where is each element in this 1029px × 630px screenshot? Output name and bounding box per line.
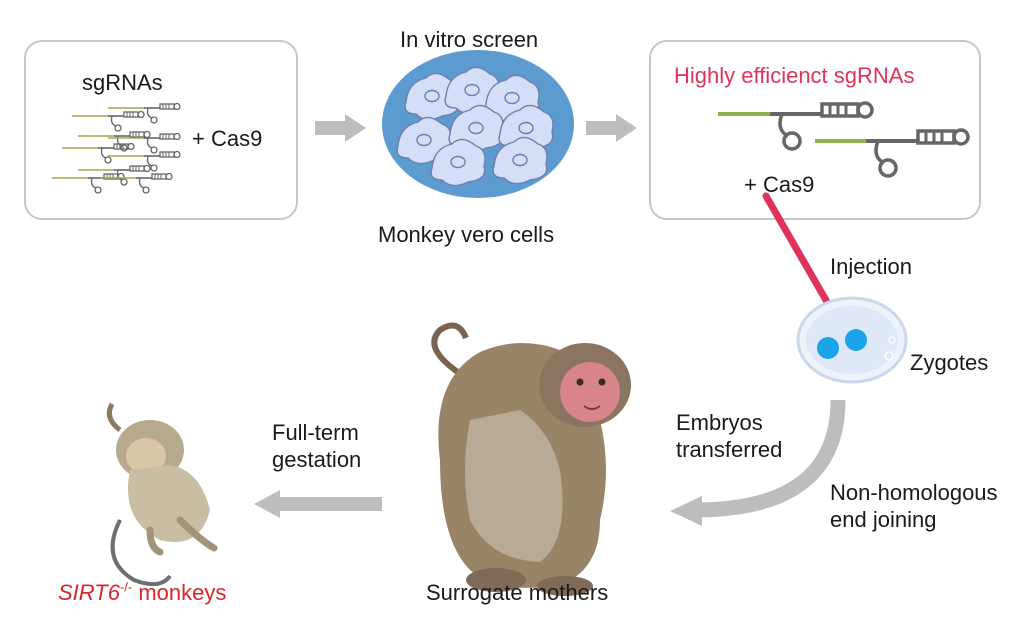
flow-arrow-2: [586, 114, 637, 142]
in-vitro-screen-label: In vitro screen: [400, 27, 539, 52]
sirt6-monkey-illustration: [106, 402, 218, 587]
knockout-superscript: -/-: [119, 579, 133, 595]
nhej-label: Non-homologous end joining: [830, 480, 998, 534]
zygote-icon: [796, 296, 908, 384]
vero-cells-icon: [382, 50, 574, 198]
surrogate-mother-monkey-illustration: [431, 322, 631, 596]
surrogate-mothers-label: Surrogate mothers: [426, 580, 609, 605]
efficient-sgrnas-label: Highly efficienct sgRNAs: [674, 63, 915, 88]
transfer-arrow: [670, 399, 846, 526]
embryos-line: Embryos: [676, 410, 763, 435]
cas9-label: + Cas9: [192, 126, 263, 151]
gestation-arrow: [254, 490, 382, 518]
embryos-transferred-label: Embryos transferred: [676, 410, 782, 464]
efficient-cas9-label: + Cas9: [744, 172, 815, 197]
sgrna-box: [24, 40, 298, 220]
gestation-line-2: gestation: [272, 446, 362, 472]
monkey-vero-cells-label: Monkey vero cells: [378, 222, 555, 247]
zygotes-label: Zygotes: [910, 350, 989, 375]
sgrna-icon-group: [51, 102, 181, 194]
efficient-sgrna-icon-group: [718, 101, 970, 178]
gestation-label: Full-term gestation: [272, 420, 361, 474]
injection-label: Injection: [830, 254, 912, 279]
nhej-line-2: end joining: [830, 506, 937, 532]
nhej-line-1: Non-homologous: [830, 480, 998, 505]
sirt6-gene-name: SIRT6: [58, 580, 120, 605]
transferred-line: transferred: [676, 436, 783, 462]
gestation-line-1: Full-term: [272, 420, 359, 445]
monkeys-word: monkeys: [132, 580, 227, 605]
sirt6-monkeys-label: SIRT6-/- monkeys: [58, 580, 226, 605]
sgrnas-label: sgRNAs: [82, 70, 163, 95]
flow-arrow-1: [315, 114, 366, 142]
